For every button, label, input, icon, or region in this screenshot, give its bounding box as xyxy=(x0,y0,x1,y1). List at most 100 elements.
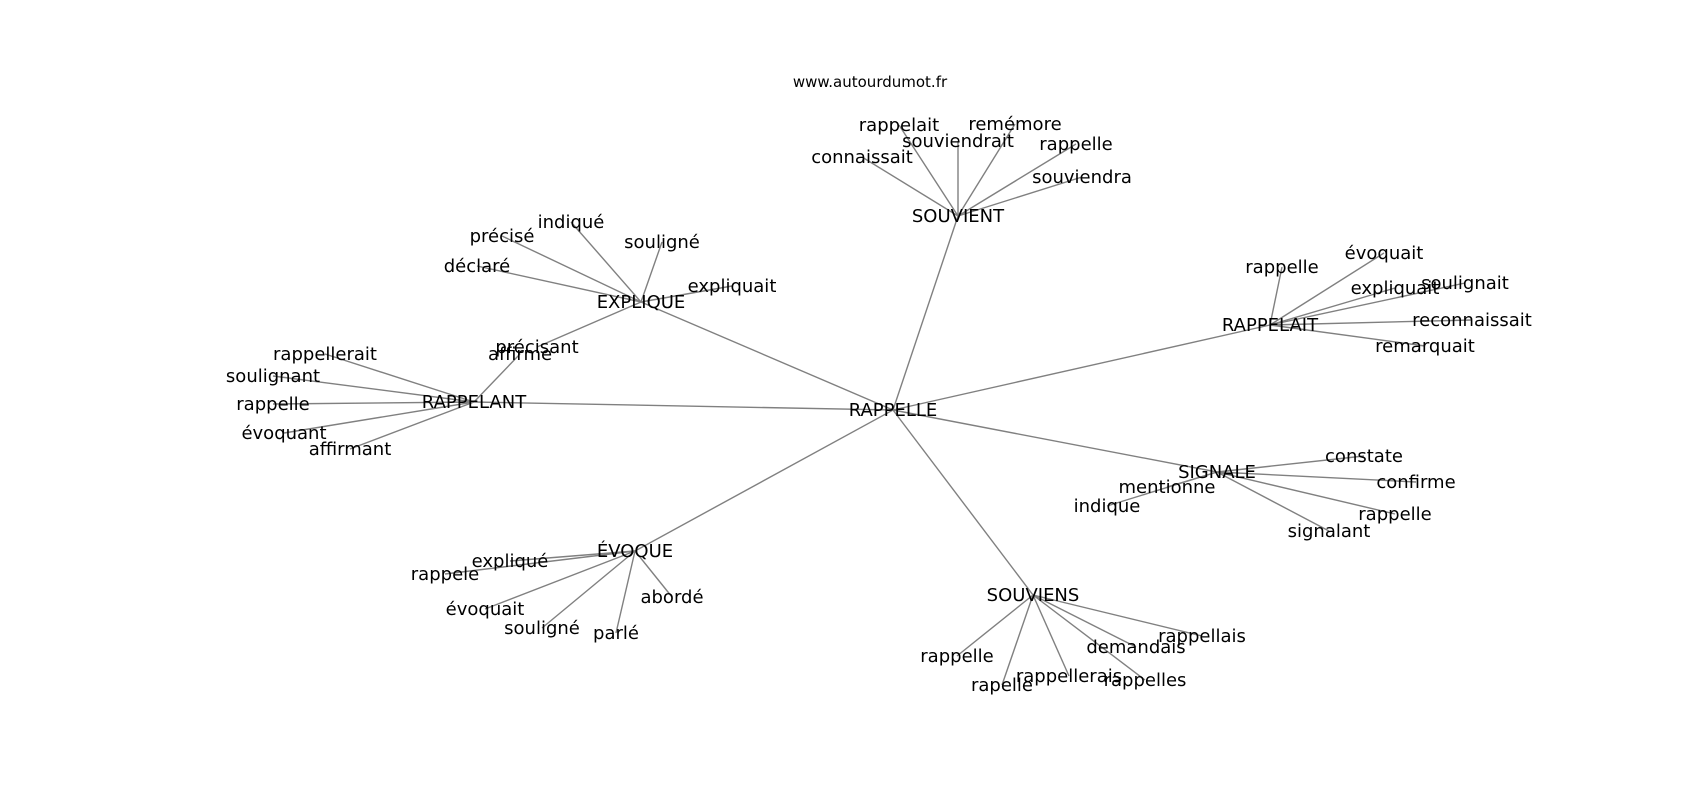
hub-node: RAPPELAIT xyxy=(1222,315,1319,336)
word-node: rappellerais xyxy=(1016,666,1122,687)
edge-center-to-hub xyxy=(634,409,894,552)
word-node: expliquait xyxy=(688,276,777,297)
edge-hub-to-word xyxy=(324,353,475,403)
word-node: abordé xyxy=(640,587,703,608)
word-node: mentionne xyxy=(1119,477,1216,498)
word-node: reconnaissait xyxy=(1412,310,1532,331)
edge-hub-to-word xyxy=(956,594,1034,657)
edge-hub-to-word xyxy=(473,353,521,403)
site-credit: www.autourdumot.fr xyxy=(793,73,948,91)
edge-hub-to-word xyxy=(634,550,673,598)
word-node: rappelle xyxy=(920,646,993,667)
word-node: souviendrait xyxy=(902,131,1014,152)
word-node: expliquait xyxy=(1351,278,1440,299)
edge-hub-to-word xyxy=(272,401,475,405)
edge-hub-to-word xyxy=(1269,282,1466,326)
edge-hub-to-word xyxy=(484,550,636,610)
edge-hub-to-word xyxy=(957,123,1016,217)
word-node: rappelle xyxy=(1245,257,1318,278)
edge-center-to-hub xyxy=(473,401,894,411)
edge-hub-to-word xyxy=(898,124,959,217)
word-node: évoquait xyxy=(1345,243,1424,264)
word-node: rappelle xyxy=(236,394,309,415)
edge-hub-to-word xyxy=(1269,324,1426,347)
edge-center-to-hub xyxy=(892,409,1218,473)
word-node: évoquait xyxy=(446,599,525,620)
edge-center-to-hub xyxy=(892,215,959,411)
edge-hub-to-word xyxy=(509,550,636,562)
word-node: évoquant xyxy=(241,423,326,444)
hub-node: EXPLIQUE xyxy=(597,292,686,313)
edge-hub-to-word xyxy=(1216,471,1330,532)
edge-hub-to-word xyxy=(1216,455,1365,473)
edge-hub-to-word xyxy=(501,235,642,303)
graph-labels: www.autourdumot.fr RAPPELLE SOUVIENT conna… xyxy=(226,73,1532,696)
edge-hub-to-word xyxy=(1269,287,1396,326)
edge-hub-to-word xyxy=(272,375,475,403)
edge-hub-to-word xyxy=(1032,594,1070,677)
word-node: souligné xyxy=(624,232,700,253)
edge-hub-to-word xyxy=(570,221,642,303)
word-node: affirme xyxy=(488,344,552,365)
edge-hub-to-word xyxy=(615,550,636,634)
word-node: indiqué xyxy=(538,212,605,233)
word-node: connaissait xyxy=(811,147,913,168)
hub-node: SIGNALE xyxy=(1178,462,1256,483)
edge-center-to-hub xyxy=(892,409,1034,596)
edge-hub-to-word xyxy=(1216,471,1417,483)
edge-hub-to-word xyxy=(476,265,642,303)
word-node: précisé xyxy=(470,226,535,247)
word-node: parlé xyxy=(593,623,639,644)
word-node: constate xyxy=(1325,446,1403,467)
word-node: rappellerait xyxy=(273,344,377,365)
word-node: signalant xyxy=(1288,521,1371,542)
edge-hub-to-word xyxy=(1216,471,1396,515)
word-node: confirme xyxy=(1376,472,1455,493)
edge-hub-to-word xyxy=(640,241,663,303)
word-node: remarquait xyxy=(1375,336,1475,357)
edge-hub-to-word xyxy=(541,550,636,629)
word-node: remémore xyxy=(968,114,1061,135)
word-node: rappelle xyxy=(1039,134,1112,155)
edge-hub-to-word xyxy=(444,550,636,575)
word-node: affirmant xyxy=(309,439,392,460)
center-node: RAPPELLE xyxy=(849,400,938,421)
edge-hub-to-word xyxy=(1032,594,1203,637)
edge-center-to-hub xyxy=(640,301,894,411)
edge-hub-to-word xyxy=(1032,594,1146,681)
graph-edges xyxy=(272,123,1473,686)
word-node: rappele xyxy=(411,564,479,585)
edge-hub-to-word xyxy=(640,285,733,303)
edge-center-to-hub xyxy=(892,324,1271,411)
edge-hub-to-word xyxy=(1106,471,1218,507)
edge-hub-to-word xyxy=(1269,266,1283,326)
word-node: rappelles xyxy=(1104,670,1187,691)
word-node: rappelle xyxy=(1358,504,1431,525)
edge-hub-to-word xyxy=(1032,594,1137,648)
word-node: déclaré xyxy=(444,256,511,277)
hub-node: SOUVIENS xyxy=(987,585,1080,606)
word-node: expliqué xyxy=(472,551,549,572)
word-node: soulignait xyxy=(1421,273,1509,294)
word-node: rapelle xyxy=(971,675,1033,696)
word-node: rappelait xyxy=(859,115,939,136)
edge-hub-to-word xyxy=(283,401,475,434)
word-node: précisant xyxy=(495,337,578,358)
edge-hub-to-word xyxy=(957,143,1077,217)
word-node: souligné xyxy=(504,618,580,639)
word-node: demandais xyxy=(1086,637,1185,658)
edge-hub-to-word xyxy=(1001,594,1034,686)
edge-hub-to-word xyxy=(349,401,475,450)
edge-hub-to-word xyxy=(536,301,642,348)
word-node: indique xyxy=(1074,496,1141,517)
word-node: rappellais xyxy=(1158,626,1246,647)
word-node: soulignant xyxy=(226,366,320,387)
edge-hub-to-word xyxy=(957,176,1083,217)
hub-node: ÉVOQUE xyxy=(597,540,673,562)
word-node: souviendra xyxy=(1032,167,1132,188)
hub-node: SOUVIENT xyxy=(912,206,1005,227)
edge-hub-to-word xyxy=(1269,319,1473,326)
edge-hub-to-word xyxy=(1269,252,1385,326)
hub-node: RAPPELANT xyxy=(422,392,527,413)
